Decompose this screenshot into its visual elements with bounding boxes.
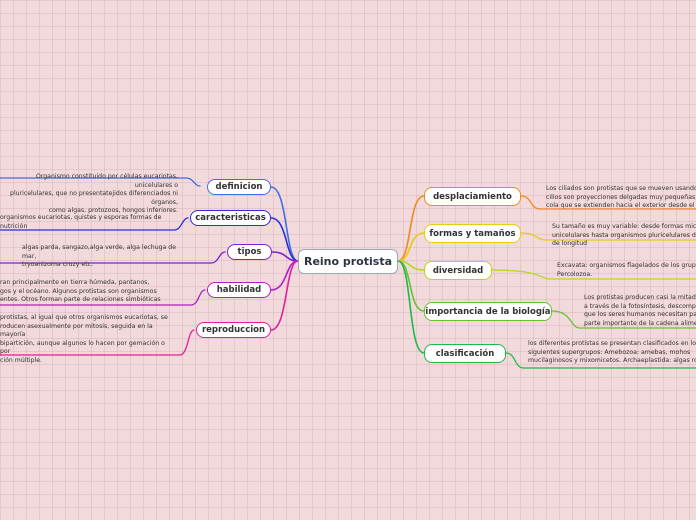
note-caracteristicas: organismos eucariotas, quistes y esporas… xyxy=(0,214,170,231)
note-importancia: Los protistas producen casi la mitad del… xyxy=(584,294,696,328)
branch-link-clasificacion xyxy=(397,260,425,354)
note-definicion: Organismo constituido por células eucari… xyxy=(0,173,178,216)
note-line: protistas, al igual que otros organismos… xyxy=(0,314,168,321)
note-line: Su tamaño es muy variable: desde formas … xyxy=(552,223,696,230)
note-link-definicion xyxy=(0,177,201,187)
note-link-tipos xyxy=(0,251,226,264)
note-line: a través de la fotosíntesis, descompone xyxy=(584,302,696,310)
note-line: pluricelulares, que no presentatejidos d… xyxy=(10,190,178,206)
note-line: mucilaginosos y mixomicetos. Archaeplast… xyxy=(528,357,696,365)
note-link-desplaciamiento xyxy=(520,195,696,210)
note-link-diversidad xyxy=(491,269,696,280)
note-line: roducen asexualmente por mitosis, seguid… xyxy=(0,322,153,339)
note-line: parte importante de la cadena alimentic xyxy=(584,319,696,327)
note-line: bipartición, aunque algunos lo hacen por… xyxy=(0,339,165,356)
note-desplaciamiento: Los ciliados son protistas que se mueven… xyxy=(546,185,696,211)
branch-link-reproduccion xyxy=(270,260,299,331)
note-line: Excavata: organismos flagelados de los g… xyxy=(557,262,696,269)
node-tipos[interactable]: tipos xyxy=(227,244,272,260)
note-link-importancia xyxy=(551,310,696,329)
note-line: Percolozoa. xyxy=(557,270,593,278)
note-clasificacion: los diferentes protistas se presentan cl… xyxy=(528,340,696,366)
note-line: unicelulares hasta organismos pluricelul… xyxy=(552,231,696,239)
branch-link-desplaciamiento xyxy=(397,195,425,262)
node-clasificacion[interactable]: clasificación xyxy=(424,344,506,363)
note-link-caracteristicas xyxy=(0,217,189,231)
note-habilidad: ran principalmente en tierra húmeda, pan… xyxy=(0,279,170,305)
note-line: que los seres humanos necesitan para v xyxy=(584,311,696,319)
note-line: organismos eucariotas, quistes y esporas… xyxy=(0,214,162,230)
node-reproduccion[interactable]: reproduccion xyxy=(196,322,271,338)
note-line: Organismo constituido por células eucari… xyxy=(35,173,178,189)
note-line: cola que se extienden hacia el exterior … xyxy=(546,202,696,210)
note-line: cilios son proyecciones delgadas muy peq… xyxy=(546,193,696,201)
note-line: de longitud xyxy=(552,240,588,248)
note-line: Los ciliados son protistas que se mueven… xyxy=(546,185,696,192)
note-line: ción múltiple. xyxy=(0,356,43,364)
note-tipos: algas parda, sangazo,alga verde, alga le… xyxy=(22,244,182,270)
note-link-clasificacion xyxy=(505,352,696,369)
note-line: los diferentes protistas se presentan cl… xyxy=(528,340,696,347)
note-line: algas parda, sangazo,alga verde, alga le… xyxy=(22,244,177,260)
node-formas-y-tamanos[interactable]: formas y tamaños xyxy=(424,224,521,243)
note-formas-y-tamanos: Su tamaño es muy variable: desde formas … xyxy=(552,223,696,249)
node-definicion[interactable]: definicion xyxy=(207,179,271,195)
branch-link-importancia xyxy=(397,260,425,312)
note-line: Los protistas producen casi la mitad del xyxy=(584,294,696,301)
node-caracteristicas[interactable]: caracteristicas xyxy=(190,210,271,226)
note-line: entes. Otros forman parte de relaciones … xyxy=(0,296,161,304)
note-diversidad: Excavata: organismos flagelados de los g… xyxy=(557,262,696,279)
branch-link-definicion xyxy=(270,186,299,262)
note-line: tryoanizoma cruzy etc. xyxy=(22,261,94,269)
branch-link-formas xyxy=(397,232,425,262)
note-line: gos y el océano. Algunos protistas son o… xyxy=(0,287,157,295)
note-link-habilidad xyxy=(0,289,206,306)
node-desplaciamiento[interactable]: desplaciamiento xyxy=(424,187,521,206)
node-habilidad[interactable]: habilidad xyxy=(207,282,271,298)
note-line: ran principalmente en tierra húmeda, pan… xyxy=(0,279,150,286)
branch-link-caracteristicas xyxy=(270,217,299,262)
node-diversidad[interactable]: diversidad xyxy=(424,261,492,280)
branch-link-habilidad xyxy=(270,260,299,291)
note-reproduccion: protistas, al igual que otros organismos… xyxy=(0,314,170,366)
root-node[interactable]: Reino protista xyxy=(298,249,398,274)
note-link-formas xyxy=(520,232,696,241)
note-link-reproduccion xyxy=(0,329,195,356)
node-importancia-de-la-biologia[interactable]: importancia de la biología xyxy=(424,302,552,321)
note-line: siguientes supergrupos: Amebozoa: amebas… xyxy=(528,348,691,356)
note-line: como algas, protozoos, hongos inferiores… xyxy=(48,207,178,215)
